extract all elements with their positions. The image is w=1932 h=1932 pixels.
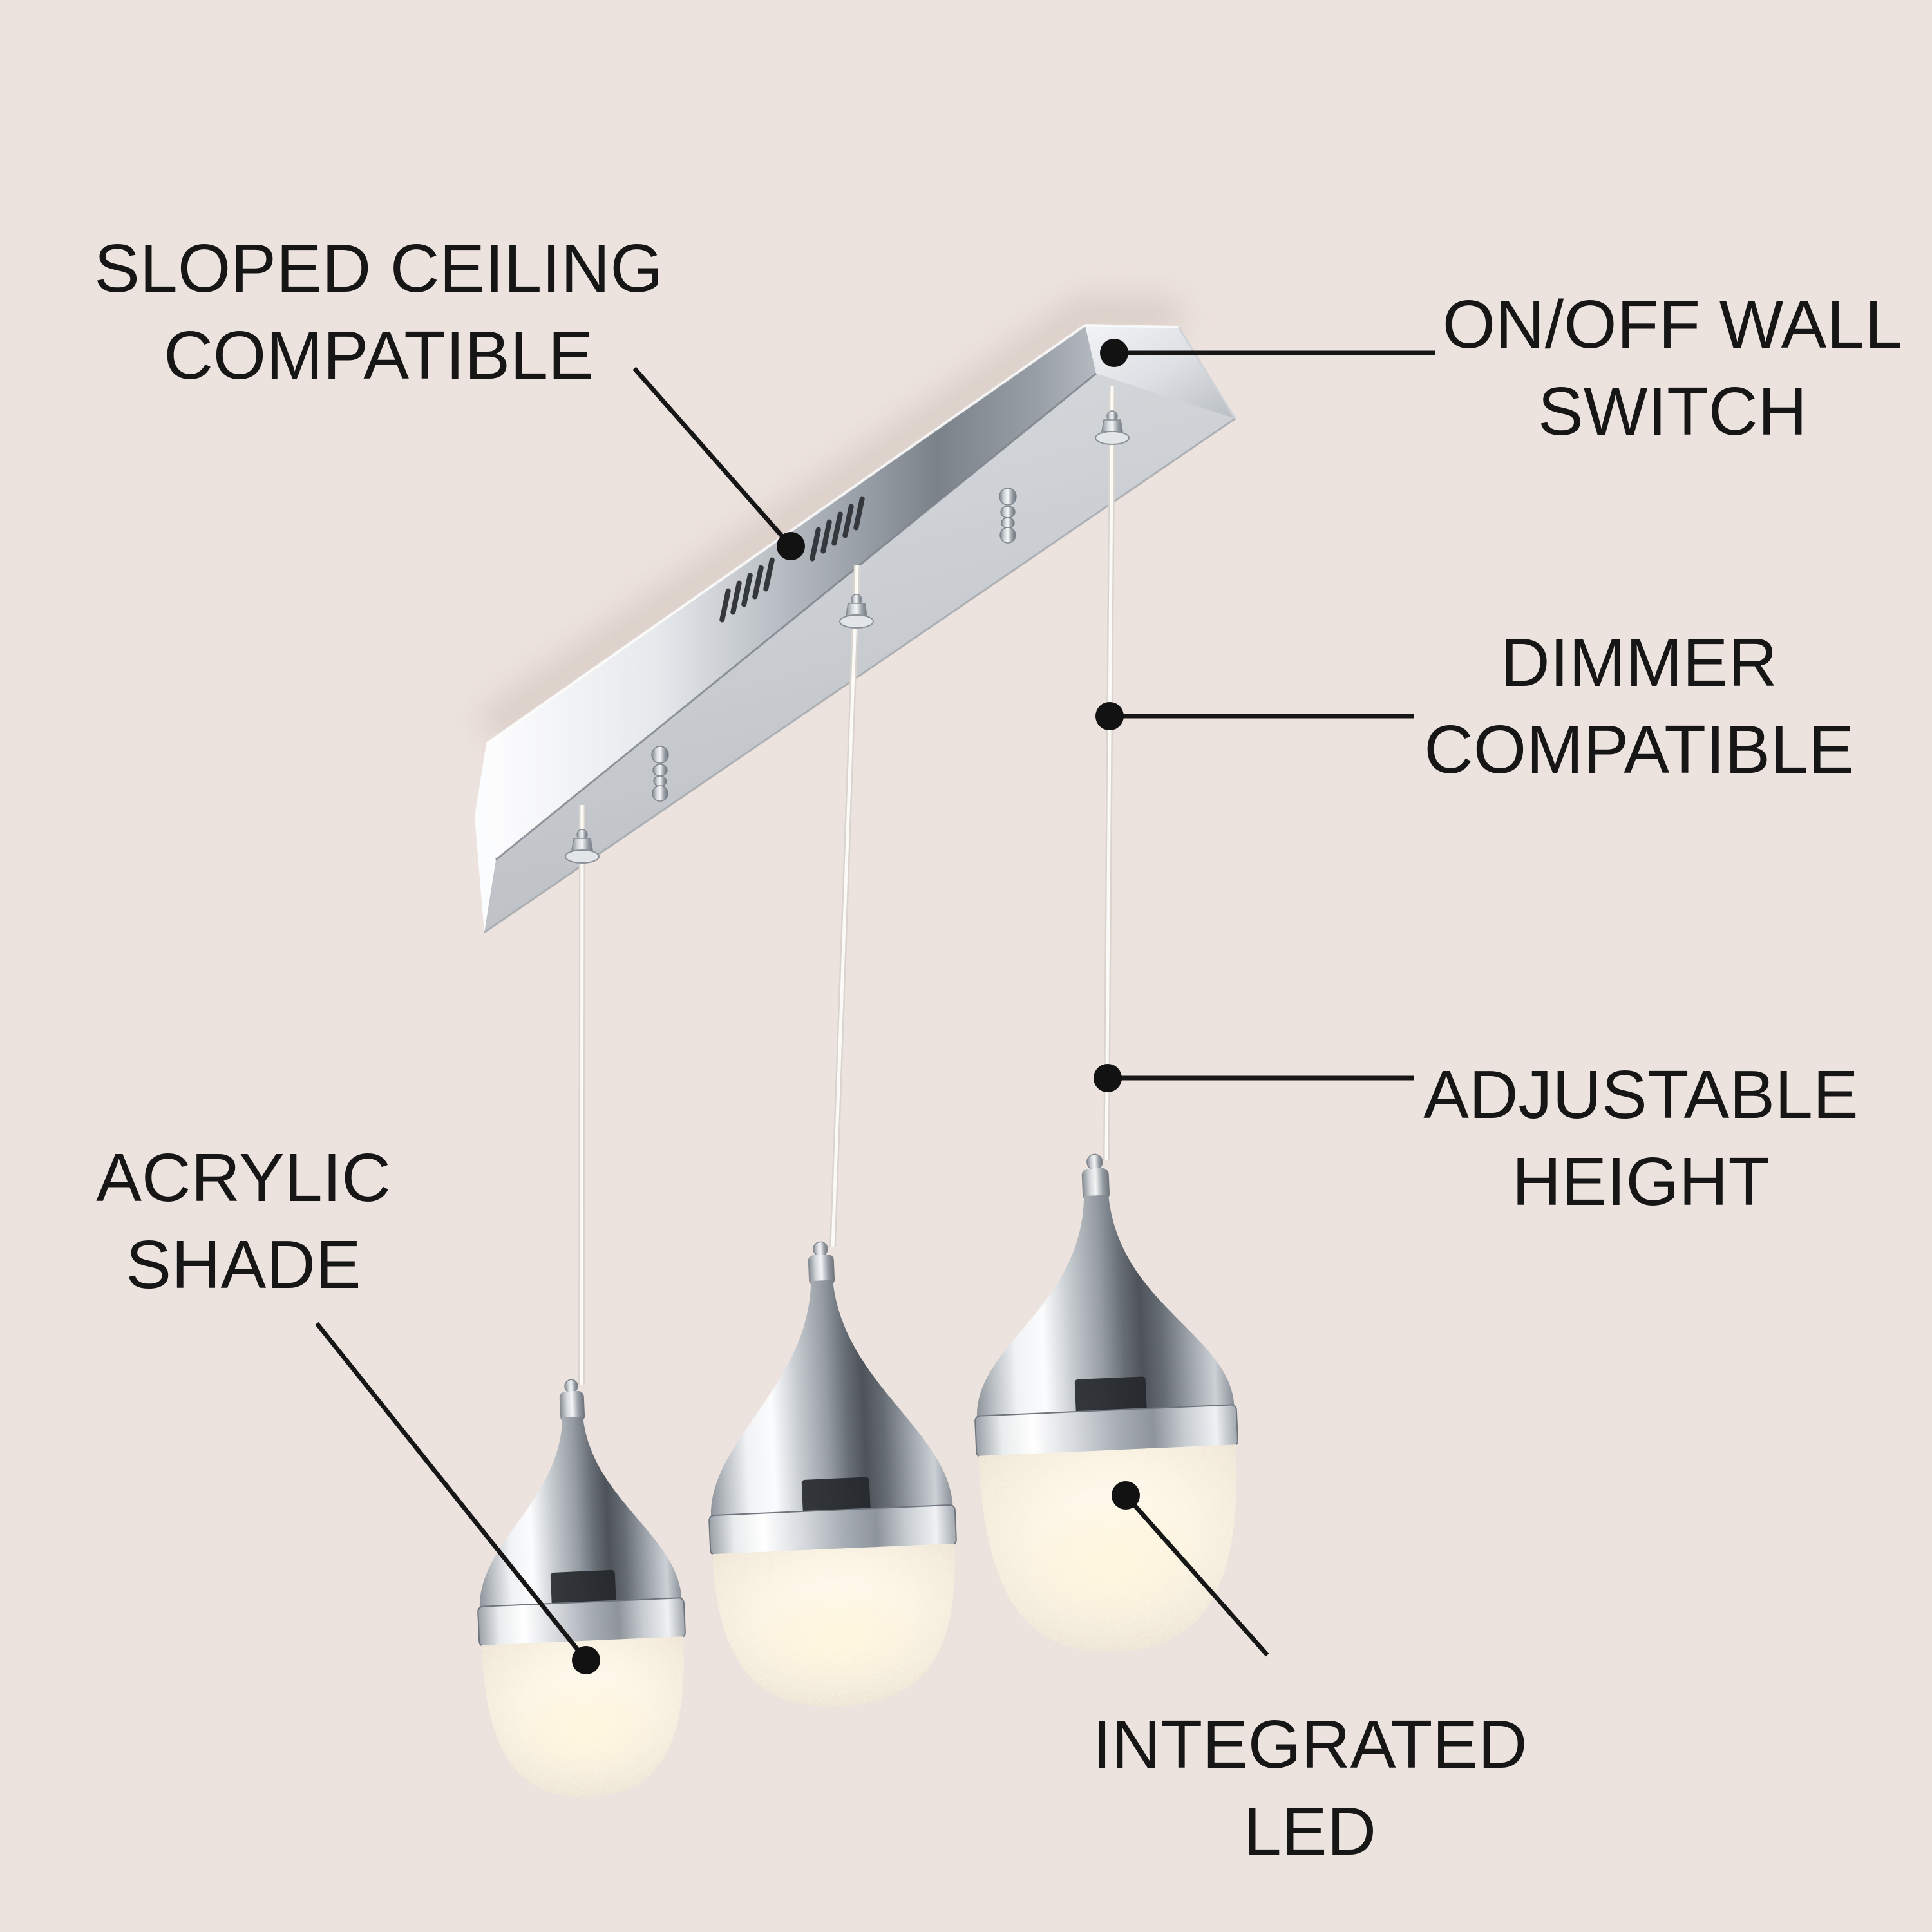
label-wall-switch-line1: ON/OFF WALL	[1442, 287, 1903, 363]
pendant-right-cone	[977, 1195, 1235, 1419]
leader-line-led	[1124, 1493, 1269, 1657]
pendant-middle-cap	[808, 1254, 835, 1286]
canopy-crease-edge	[495, 372, 1097, 861]
label-sloped-ceiling-line2: COMPATIBLE	[164, 317, 594, 393]
label-wall-switch-line2: SWITCH	[1537, 374, 1808, 450]
canopy-left-end	[475, 744, 496, 933]
label-adjustable-height: ADJUSTABLE HEIGHT	[1383, 1052, 1899, 1226]
callout-dot-sloped-ceiling	[777, 532, 805, 560]
pendant-middle-sparkle	[712, 1543, 955, 1707]
label-integrated-led-line1: INTEGRATED	[1092, 1707, 1528, 1783]
pendant-left-cap	[559, 1390, 585, 1423]
label-adjustable-height-line1: ADJUSTABLE	[1423, 1057, 1859, 1133]
pendant-right-sparkle	[978, 1444, 1237, 1652]
callout-dot-dimmer	[1095, 702, 1124, 730]
canopy-endcap-top-edge	[1084, 324, 1179, 328]
ceiling-canopy	[475, 295, 1236, 934]
callout-leaders	[315, 339, 1435, 1674]
pendant-middle-socket	[801, 1477, 871, 1513]
vent-slots-left	[719, 557, 775, 623]
pendant-middle-nub	[813, 1241, 828, 1257]
label-dimmer-line1: DIMMER	[1501, 625, 1777, 701]
label-integrated-led: INTEGRATED LED	[1052, 1701, 1567, 1875]
canopy-knob-left	[651, 746, 669, 802]
leader-line-sloped-ceiling	[632, 366, 793, 548]
callout-dot-led	[1112, 1481, 1140, 1510]
canopy-endcap-right-edge	[1177, 327, 1236, 419]
callout-dot-wall-switch	[1100, 339, 1128, 367]
label-wall-switch: ON/OFF WALL SWITCH	[1415, 281, 1930, 455]
canopy-shadow	[475, 295, 1182, 746]
pendant-right-socket	[1074, 1376, 1147, 1414]
suspension-cables	[565, 386, 1130, 1385]
label-acrylic-shade: ACRYLIC SHADE	[18, 1135, 469, 1309]
pendant-left	[477, 1379, 686, 1797]
pendant-left-sparkle	[481, 1636, 684, 1797]
canopy-side-face	[486, 325, 1096, 860]
pendant-right-nub	[1086, 1153, 1103, 1171]
label-sloped-ceiling-line1: SLOPED CEILING	[94, 231, 663, 307]
pendant-middle	[708, 1241, 957, 1707]
callout-dot-adjustable	[1094, 1064, 1122, 1092]
cable-fitting-middle	[839, 594, 874, 629]
cable-fitting-left	[565, 829, 600, 864]
callout-dot-acrylic	[572, 1646, 600, 1674]
pendant-middle-cone	[711, 1280, 953, 1519]
pendant-right	[974, 1153, 1238, 1652]
suspension-cable-middle	[829, 565, 860, 1248]
label-acrylic-shade-line2: SHADE	[126, 1227, 361, 1303]
label-adjustable-height-line2: HEIGHT	[1511, 1144, 1770, 1220]
canopy-knob-right	[999, 488, 1017, 544]
label-dimmer: DIMMER COMPATIBLE	[1381, 620, 1897, 793]
label-acrylic-shade-line1: ACRYLIC	[96, 1140, 391, 1216]
label-integrated-led-line2: LED	[1243, 1794, 1377, 1870]
suspension-cable-right	[1103, 386, 1115, 1161]
cable-fitting-right	[1095, 410, 1130, 445]
label-dimmer-line2: COMPATIBLE	[1424, 712, 1854, 788]
vent-slots-right	[810, 496, 865, 562]
pendant-left-cone	[480, 1416, 682, 1609]
canopy-bottom-face	[484, 374, 1235, 933]
pendant-right-cap	[1081, 1168, 1110, 1201]
pendant-left-nub	[564, 1379, 578, 1394]
pendant-left-socket	[550, 1569, 616, 1606]
leader-line-acrylic	[315, 1321, 588, 1662]
label-sloped-ceiling: SLOPED CEILING COMPATIBLE	[57, 225, 701, 399]
